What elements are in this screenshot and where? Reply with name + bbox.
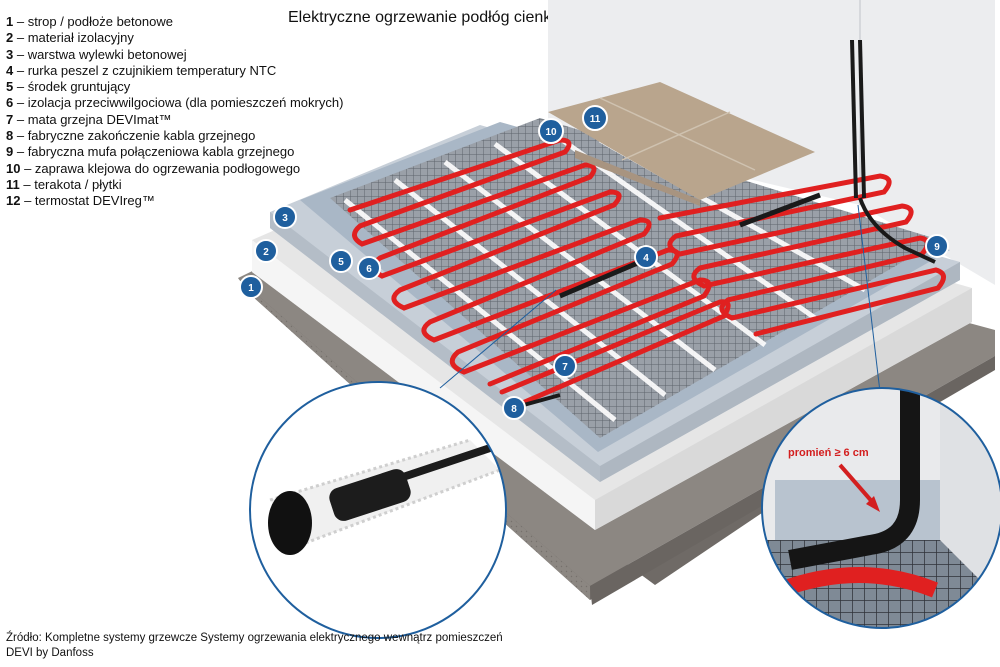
cold-lead-wall [850, 39, 858, 199]
source-brand: DEVI by Danfoss [6, 647, 94, 659]
cold-lead [858, 197, 936, 264]
legend-number: 8 [6, 128, 14, 144]
legend-text: – strop / podłoże betonowe [13, 14, 173, 29]
legend-text: – środek gruntujący [13, 79, 131, 95]
badge-2: 2 [254, 239, 278, 263]
source-line: Źródło: Kompletne systemy grzewcze Syste… [6, 632, 503, 644]
detail-circle-sensor [249, 381, 507, 639]
detail-circle-radius: promień ≥ 6 cm [761, 387, 1000, 629]
legend-number: 9 [6, 144, 14, 160]
legend-text: – materiał izolacyjny [13, 30, 134, 46]
legend-number: 11 [6, 176, 20, 192]
ntc-conduit [559, 259, 641, 299]
badge-1: 1 [239, 275, 263, 299]
legend-text: – termostat DEVIreg™ [20, 193, 155, 209]
legend-item: 1 – strop / podłoże betonowe [6, 14, 343, 30]
legend-text: – terakota / płytki [19, 176, 122, 192]
legend-item: 8 – fabryczne zakończenie kabla grzejneg… [6, 128, 343, 144]
legend-number: 5 [6, 79, 14, 95]
legend-item: 5 – środek gruntujący [6, 79, 343, 95]
legend-text: – zaprawa klejowa do ogrzewania podłogow… [20, 160, 301, 176]
svg-text:8: 8 [511, 404, 517, 415]
legend-item: 11 – terakota / płytki [6, 177, 343, 193]
legend-text: – fabryczne zakończenie kabla grzejnego [13, 128, 256, 144]
legend-item: 4 – rurka peszel z czujnikiem temperatur… [6, 63, 343, 79]
ntc-conduit-far [739, 192, 821, 228]
legend-item: 12 – termostat DEVIreg™ [6, 193, 343, 209]
badge-10: 10 [538, 118, 564, 144]
conduit-wall [858, 39, 866, 199]
heating-cable [347, 137, 946, 407]
badge-8: 8 [502, 396, 526, 420]
legend-list: 1 – strop / podłoże betonowe 2 – materia… [6, 14, 343, 210]
legend-text: – warstwa wylewki betonowej [13, 46, 187, 62]
legend-text: – rurka peszel z czujnikiem temperatury … [13, 62, 277, 78]
badge-9: 9 [925, 234, 949, 258]
legend-text: – izolacja przeciwwilgociowa (dla pomies… [13, 95, 344, 111]
callout-lines [439, 204, 881, 393]
svg-text:11: 11 [590, 114, 601, 125]
legend-number: 4 [6, 62, 14, 78]
legend-item: 3 – warstwa wylewki betonowej [6, 47, 343, 63]
legend-item: 10 – zaprawa klejowa do ogrzewania podło… [6, 161, 343, 177]
legend-item: 9 – fabryczna mufa połączeniowa kabla gr… [6, 144, 343, 160]
svg-text:3: 3 [282, 213, 288, 224]
legend-text: – mata grzejna DEVImat™ [13, 111, 172, 127]
svg-text:2: 2 [263, 247, 269, 258]
legend-number: 7 [6, 111, 14, 127]
radius-label: promień ≥ 6 cm [788, 447, 869, 459]
legend-number: 6 [6, 95, 14, 111]
legend-item: 7 – mata grzejna DEVImat™ [6, 112, 343, 128]
badge-3: 3 [273, 205, 297, 229]
badge-7: 7 [553, 354, 577, 378]
svg-text:9: 9 [934, 242, 940, 253]
legend-item: 2 – materiał izolacyjny [6, 30, 343, 46]
svg-text:6: 6 [366, 264, 372, 275]
legend-item: 6 – izolacja przeciwwilgociowa (dla pomi… [6, 95, 343, 111]
svg-text:4: 4 [643, 253, 649, 264]
cable-end [519, 393, 561, 408]
badge-5: 5 [329, 249, 353, 273]
badge-11: 11 [582, 105, 608, 131]
legend-number: 10 [6, 160, 21, 176]
legend-number: 12 [6, 193, 21, 209]
source-note: Źródło: Kompletne systemy grzewcze Syste… [6, 631, 503, 661]
svg-text:7: 7 [562, 362, 568, 373]
legend-text: – fabryczna mufa połączeniowa kabla grze… [13, 144, 295, 160]
legend-number: 2 [6, 30, 14, 46]
svg-text:10: 10 [545, 127, 557, 138]
badge-4: 4 [634, 245, 658, 269]
badge-6: 6 [357, 256, 381, 280]
legend-number: 3 [6, 46, 14, 62]
legend-number: 1 [6, 14, 14, 29]
svg-text:1: 1 [248, 283, 254, 294]
svg-text:5: 5 [338, 257, 344, 268]
floor-tiles [548, 82, 815, 206]
